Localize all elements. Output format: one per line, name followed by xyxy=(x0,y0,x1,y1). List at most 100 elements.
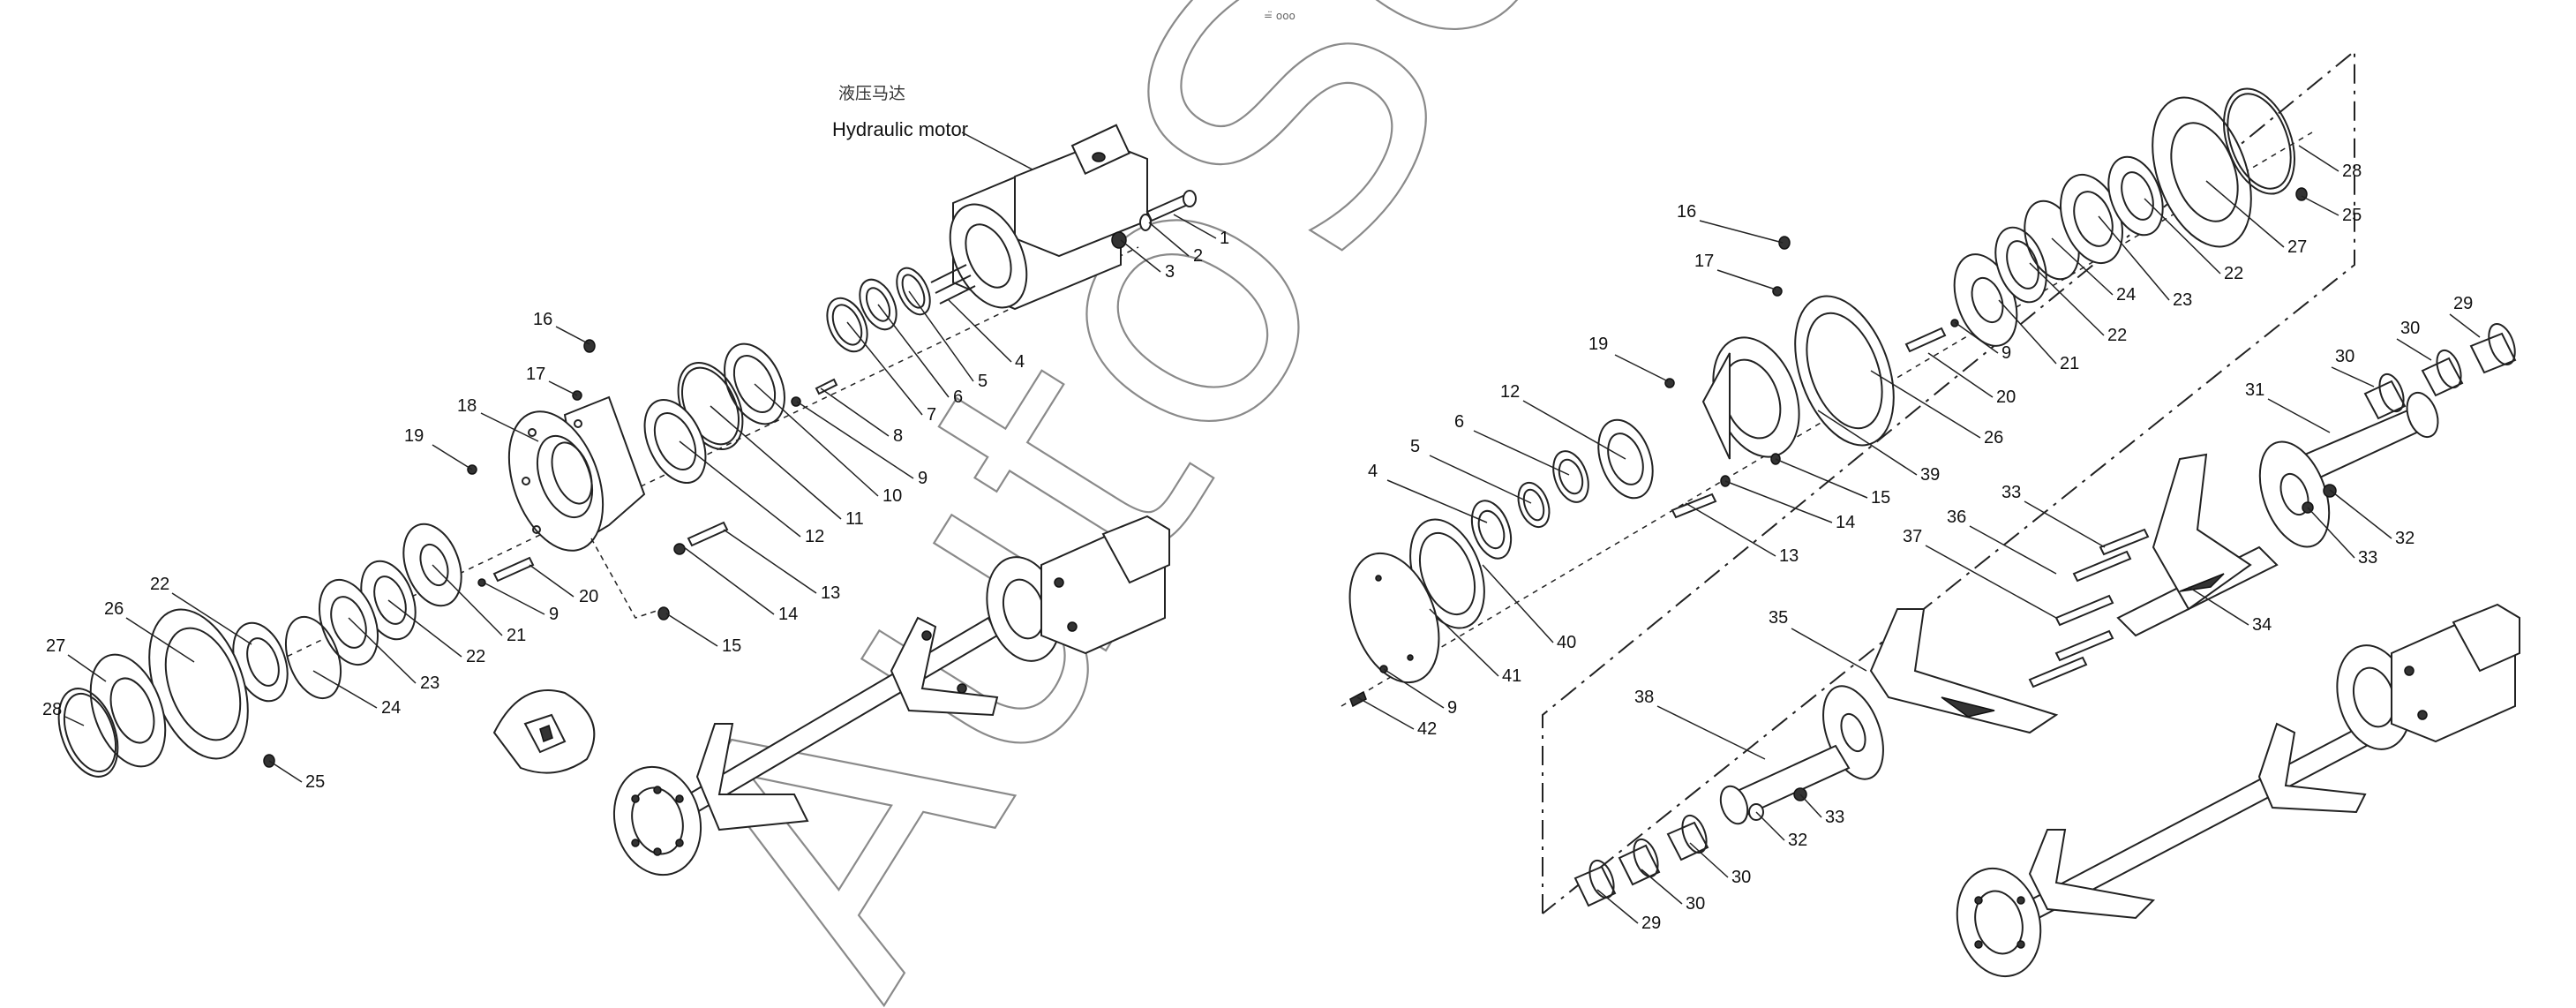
leader-l33a xyxy=(2307,507,2355,559)
callout-l39: 39 xyxy=(1920,465,1940,485)
leader-l41 xyxy=(1429,608,1499,677)
watermark-text: AutoSoft xyxy=(591,0,1801,1008)
leader-l14b xyxy=(1724,480,1833,523)
callout-l19b: 19 xyxy=(1588,335,1608,354)
leader-l26b xyxy=(1870,370,1981,439)
part-washer-17-right xyxy=(1772,286,1783,297)
leader-l27b xyxy=(2205,180,2285,248)
leader-l34 xyxy=(2188,586,2249,626)
leader-l28a xyxy=(64,716,85,726)
callout-l31: 31 xyxy=(2245,380,2264,400)
leader-l27a xyxy=(67,654,107,682)
callout-l9b: 9 xyxy=(549,605,559,624)
leader-l16a xyxy=(555,326,590,345)
leader-l23b xyxy=(2098,215,2170,301)
leader-l9c xyxy=(1383,668,1445,709)
callout-l21b: 21 xyxy=(2060,354,2079,373)
leader-l18 xyxy=(480,412,539,442)
leader-l3 xyxy=(1120,239,1161,273)
callout-l27a: 27 xyxy=(46,636,65,656)
leader-l21b xyxy=(1998,299,2057,365)
leader-l36 xyxy=(1969,525,2057,575)
callout-l29b: 29 xyxy=(1641,914,1661,933)
leader-l13a xyxy=(723,529,817,594)
part-screw-42 xyxy=(1349,690,1367,708)
leader-l4 xyxy=(948,299,1012,363)
callout-l25b: 25 xyxy=(2342,206,2362,225)
callout-l11: 11 xyxy=(845,509,864,529)
leader-l30a xyxy=(2396,338,2432,361)
callout-l28a: 28 xyxy=(42,700,62,719)
leader-l13b xyxy=(1685,502,1776,557)
callout-l25a: 25 xyxy=(305,772,325,792)
axle-shaft-38 xyxy=(1719,685,1884,825)
callout-l3: 3 xyxy=(1165,262,1175,282)
callout-l36: 36 xyxy=(1947,508,1966,527)
axle-shaft-31 xyxy=(2258,391,2439,548)
callout-l24a: 24 xyxy=(381,698,401,718)
leader-l24b xyxy=(2051,237,2114,296)
leader-l29a xyxy=(2449,313,2481,338)
callout-l29a: 29 xyxy=(2453,294,2473,313)
hydraulic-motor xyxy=(930,124,1148,311)
callout-l9a: 9 xyxy=(918,469,928,488)
leader-l37 xyxy=(1925,545,2057,619)
leader-l25b xyxy=(2301,195,2339,216)
leader-l21a xyxy=(432,564,503,636)
leader-l38 xyxy=(1656,705,1766,760)
leader-l23a xyxy=(348,617,417,684)
rings-right-lower xyxy=(1348,418,1654,684)
callout-l22c: 22 xyxy=(2107,326,2127,345)
callout-l5: 5 xyxy=(978,372,988,391)
part-screw-16-right xyxy=(1778,236,1791,250)
leader-l8 xyxy=(820,387,890,437)
leader-l33b xyxy=(2024,500,2106,548)
callout-l30c: 30 xyxy=(1731,868,1751,887)
leader-l9b xyxy=(483,582,545,615)
callout-layer: 1234567891011121314151617181920921222324… xyxy=(42,145,2481,933)
leader-l12b xyxy=(1522,400,1626,460)
callout-l1: 1 xyxy=(1220,229,1229,248)
right-axle-assembly xyxy=(1956,603,2520,978)
leader-l30c xyxy=(1689,842,1729,878)
leader-l5 xyxy=(908,290,974,382)
leader-l10 xyxy=(754,383,879,497)
left-axle-assembly xyxy=(612,515,1170,876)
header-mark: =̈ ooo xyxy=(1264,10,1296,22)
callout-l24b: 24 xyxy=(2116,285,2136,305)
leader-l15a xyxy=(665,613,718,647)
leader-l25a xyxy=(268,760,303,783)
leader-l1 xyxy=(1173,214,1217,239)
leader-l2 xyxy=(1148,222,1190,257)
part-washer-2 xyxy=(1139,214,1152,231)
bushings-29-30-lower xyxy=(1573,814,1709,907)
leader-l12 xyxy=(679,440,801,538)
callout-l12: 12 xyxy=(805,527,824,546)
leader-l31 xyxy=(2267,398,2331,433)
leader-l19a xyxy=(432,444,473,470)
rings-right-upper xyxy=(1904,87,2295,353)
callout-l42: 42 xyxy=(1417,719,1437,739)
leader-l24a xyxy=(312,670,378,709)
leader-l30d xyxy=(1641,869,1683,905)
bracket-link xyxy=(590,538,663,619)
leader-l40 xyxy=(1482,564,1554,643)
callout-l41: 41 xyxy=(1502,666,1521,686)
callout-l4: 4 xyxy=(1015,352,1025,372)
callout-l34: 34 xyxy=(2252,615,2272,635)
callout-l22b: 22 xyxy=(150,575,169,594)
callout-l20a: 20 xyxy=(579,587,598,606)
callout-l13a: 13 xyxy=(821,583,840,603)
callout-l14a: 14 xyxy=(778,605,798,624)
leader-l17a xyxy=(548,380,578,396)
leader-l16b xyxy=(1699,220,1784,244)
part-washer-14-left xyxy=(673,543,686,555)
callout-l22d: 22 xyxy=(2224,264,2243,283)
boundary-outline xyxy=(1542,49,2355,914)
leader-l9d xyxy=(1954,321,1999,354)
leader-l5b xyxy=(1429,455,1532,504)
callout-l17a: 17 xyxy=(526,365,545,384)
callout-l5b: 5 xyxy=(1410,437,1420,456)
leader-l22c xyxy=(2029,262,2105,336)
callout-l10: 10 xyxy=(882,486,902,506)
